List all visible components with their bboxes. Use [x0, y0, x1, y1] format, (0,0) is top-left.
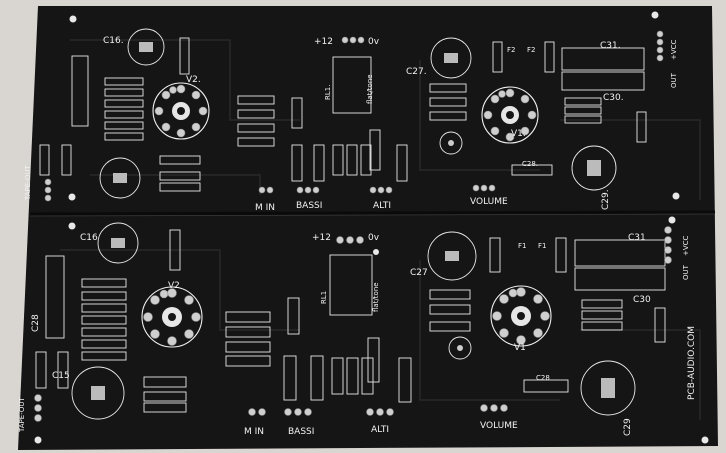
top-label-flat-tone: flat/tone	[366, 74, 374, 104]
bottom-board: +12 0v V2 V1 C16 C15 C27 C31 C30 C28 C29…	[18, 222, 697, 437]
bottom-label-c31: C31	[628, 233, 646, 243]
bottom-film-cap-c31	[574, 239, 666, 267]
brand-text: PCB-AUDIO.COM	[687, 326, 697, 400]
top-label-c29: C29.	[601, 189, 611, 210]
bottom-connector-pads	[34, 226, 672, 422]
top-label-rl1: RL1.	[324, 85, 332, 100]
top-label-c27: C27.	[406, 67, 427, 77]
top-label-plus12: +12	[314, 37, 333, 47]
top-board: +12 0v V2. V1. C16. C27. C31. C30. C28. …	[24, 28, 678, 213]
bottom-label-v1: V1	[514, 343, 526, 353]
bottom-cap-c15	[71, 366, 125, 420]
top-label-v1: V1.	[511, 129, 526, 139]
bottom-tube-socket-left	[141, 286, 203, 348]
top-cap-c16	[127, 28, 165, 66]
bottom-label-c28-film: C28	[31, 314, 41, 332]
bottom-label-c28: C28	[536, 374, 550, 382]
bottom-label-tape-out: TAPE-OUT	[18, 396, 26, 433]
bottom-label-0v: 0v	[368, 233, 380, 243]
bottom-label-c16: C16	[80, 233, 98, 243]
bottom-label-c29: C29	[623, 418, 633, 436]
bottom-label-plus12: +12	[312, 233, 331, 243]
bottom-label-c30: C30	[633, 295, 651, 305]
top-film-cap-c28	[71, 55, 89, 127]
top-label-m-in: M IN	[255, 203, 275, 213]
bottom-label-c15: C15	[52, 371, 70, 381]
top-label-c30: C30.	[603, 93, 624, 103]
top-cap-c15	[99, 157, 141, 199]
bottom-cap-c26	[448, 336, 472, 360]
bottom-label-vcc: +VCC	[682, 235, 690, 256]
bottom-label-v2: V2	[168, 281, 180, 291]
top-cap-c26	[439, 131, 463, 155]
top-label-f2b: F2	[527, 46, 535, 54]
bottom-label-f1b: F1	[538, 242, 546, 250]
bottom-film-cap-c30	[574, 267, 666, 291]
bottom-cap-c27	[427, 231, 477, 281]
bottom-film-cap-c28	[45, 255, 65, 339]
top-film-cap-c30	[561, 71, 645, 91]
top-label-0v: 0v	[368, 37, 380, 47]
bottom-label-c27: C27	[410, 268, 428, 278]
top-relay-rl1	[332, 56, 372, 114]
top-resistor-bank	[39, 37, 647, 192]
bottom-label-m-in: M IN	[244, 427, 264, 437]
bottom-label-rl1: RL1	[320, 291, 328, 304]
top-label-c28: C28.	[522, 160, 538, 168]
top-label-c16: C16.	[103, 36, 124, 46]
top-connector-pads	[44, 30, 664, 202]
bottom-label-f1a: F1	[518, 242, 526, 250]
bottom-label-flat-tone: flat/tone	[372, 282, 380, 312]
top-tube-socket-left	[152, 82, 210, 140]
top-label-out: OUT	[670, 72, 678, 88]
bottom-cap-c29	[580, 360, 636, 416]
top-label-bassi: BASSI	[296, 201, 322, 211]
top-label-f2a: F2	[507, 46, 515, 54]
bottom-relay-rl1	[329, 254, 373, 316]
top-label-tape-out: TAPE-OUT	[24, 164, 32, 201]
top-label-alti: ALTI	[373, 201, 391, 211]
bottom-tube-socket-right	[490, 285, 552, 347]
top-label-vcc: +VCC	[670, 39, 678, 60]
top-label-v2: V2.	[186, 75, 201, 85]
bottom-label-alti: ALTI	[371, 425, 389, 435]
top-cap-c27	[430, 37, 472, 79]
bottom-label-out: OUT	[682, 264, 690, 280]
top-tube-socket-right	[481, 86, 539, 144]
top-label-volume: VOLUME	[470, 197, 508, 207]
bottom-resistor-bank	[35, 229, 666, 413]
top-film-cap-c31	[561, 47, 645, 71]
bottom-label-volume: VOLUME	[480, 421, 518, 431]
top-label-c31: C31.	[600, 41, 621, 51]
top-cap-c29	[571, 145, 617, 191]
bottom-cap-c16	[97, 222, 139, 264]
bottom-label-bassi: BASSI	[288, 427, 314, 437]
